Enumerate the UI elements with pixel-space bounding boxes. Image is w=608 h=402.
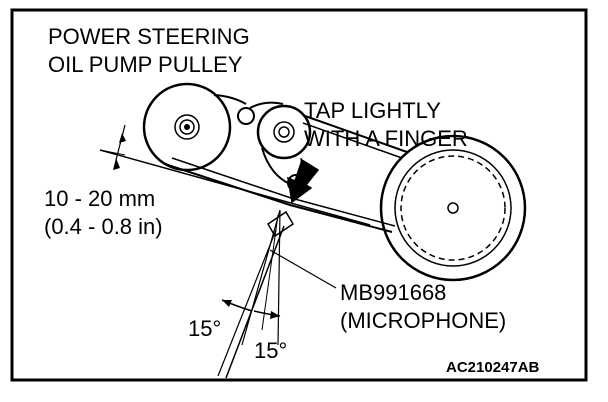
- tap-arrow: [287, 158, 320, 204]
- deflection-mm-label: 10 - 20 mm: [44, 186, 155, 211]
- tap-label-line1: TAP LIGHTLY: [304, 98, 441, 123]
- angle-right-label: 15°: [254, 338, 287, 363]
- small-pulley-top: [237, 107, 255, 125]
- deflection-in-label: (0.4 - 0.8 in): [44, 214, 163, 239]
- deflection-leader: [99, 149, 126, 156]
- power-steering-pulley: [142, 82, 232, 172]
- tool-code-label: MB991668: [340, 280, 446, 305]
- angle-reference-lines: [241, 209, 281, 346]
- tool-name-label: (MICROPHONE): [340, 308, 506, 333]
- angle-left-label: 15°: [188, 316, 221, 341]
- tap-label-line2: WITH A FINGER: [304, 126, 468, 151]
- pulley-label-line1: POWER STEERING: [48, 24, 250, 49]
- large-pulley: [379, 134, 527, 282]
- deflection-indicator: [113, 124, 126, 170]
- figure-code-label: AC210247AB: [446, 359, 540, 376]
- pulley-label-line2: OIL PUMP PULLEY: [48, 52, 243, 77]
- figure-border: [10, 8, 588, 382]
- idler-pulley: [256, 104, 312, 160]
- angle-arcs: [221, 299, 281, 319]
- tool-leader-line: [269, 249, 337, 289]
